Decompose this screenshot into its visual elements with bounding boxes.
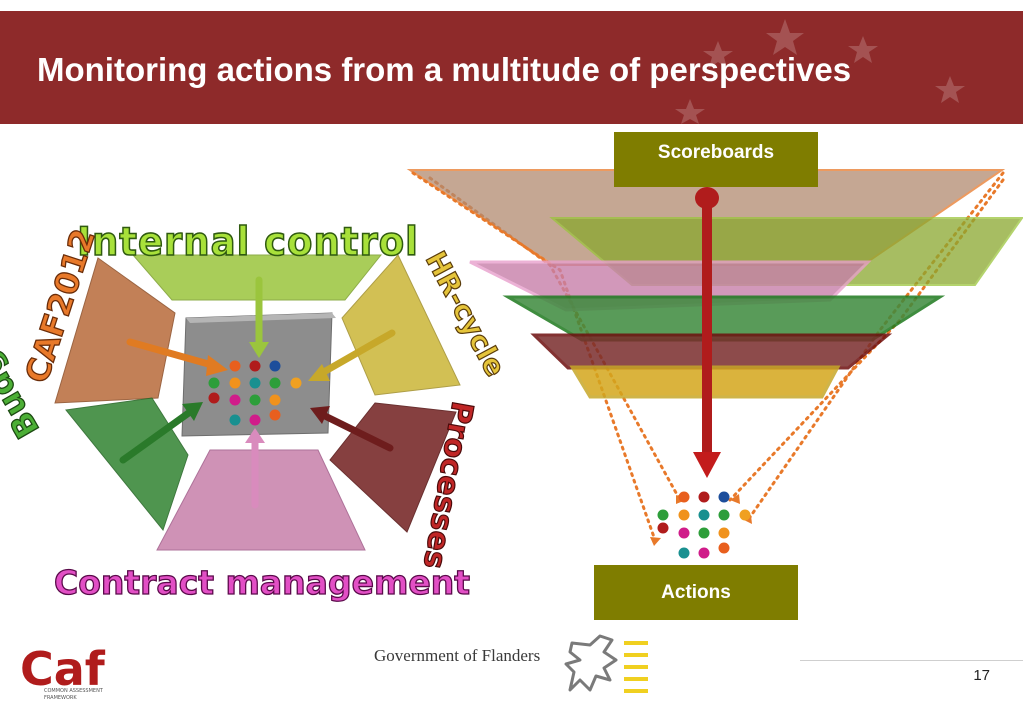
footer-divider — [800, 660, 1023, 661]
central-arrow-head — [693, 452, 721, 478]
flanders-stripes — [624, 641, 648, 693]
scoreboards-box: Scoreboards — [614, 132, 818, 187]
title-banner: Monitoring actions from a multitude of p… — [0, 11, 1023, 124]
slide-title: Monitoring actions from a multitude of p… — [37, 51, 852, 88]
star-icon — [766, 19, 804, 55]
central-arrow-shaft — [702, 200, 712, 455]
scoreboards-label: Scoreboards — [657, 142, 775, 163]
perspectives-diagram: Internal control CAF2012 HR-cycle Budget… — [0, 219, 513, 603]
flanders-lion-icon — [564, 634, 618, 692]
arrow-budget — [119, 408, 194, 464]
funnel-diagram — [406, 169, 1023, 559]
page-number: 17 — [973, 667, 990, 684]
top-white-strip — [0, 0, 1023, 11]
government-of-flanders: Government of Flanders — [374, 646, 541, 665]
action-dots-funnel — [657, 491, 751, 559]
actions-label: Actions — [661, 581, 731, 603]
svg-text:COMMON ASSESSMENT: COMMON ASSESSMENT — [44, 688, 104, 694]
star-icon — [848, 36, 878, 63]
label-internal-control: Internal control — [77, 219, 419, 264]
star-decoration — [675, 19, 965, 124]
label-contract-management: Contract management — [54, 563, 470, 602]
caf-logo: Caf COMMON ASSESSMENT FRAMEWORK — [20, 642, 106, 701]
actions-box: Actions — [594, 565, 798, 620]
svg-text:FRAMEWORK: FRAMEWORK — [44, 695, 77, 701]
arrow-processes — [321, 412, 394, 452]
caf-panel — [54, 257, 176, 404]
star-icon — [935, 76, 965, 103]
budget-panel — [65, 397, 189, 532]
arrow-hr-cycle — [318, 329, 396, 377]
arrow-caf — [126, 338, 216, 369]
star-icon — [675, 99, 705, 124]
star-icon — [703, 41, 733, 68]
contract-management-panel — [156, 449, 366, 551]
hr-cycle-panel — [341, 254, 461, 396]
center-board — [181, 312, 333, 437]
action-dots-board — [208, 360, 302, 426]
svg-text:Caf: Caf — [20, 642, 106, 696]
